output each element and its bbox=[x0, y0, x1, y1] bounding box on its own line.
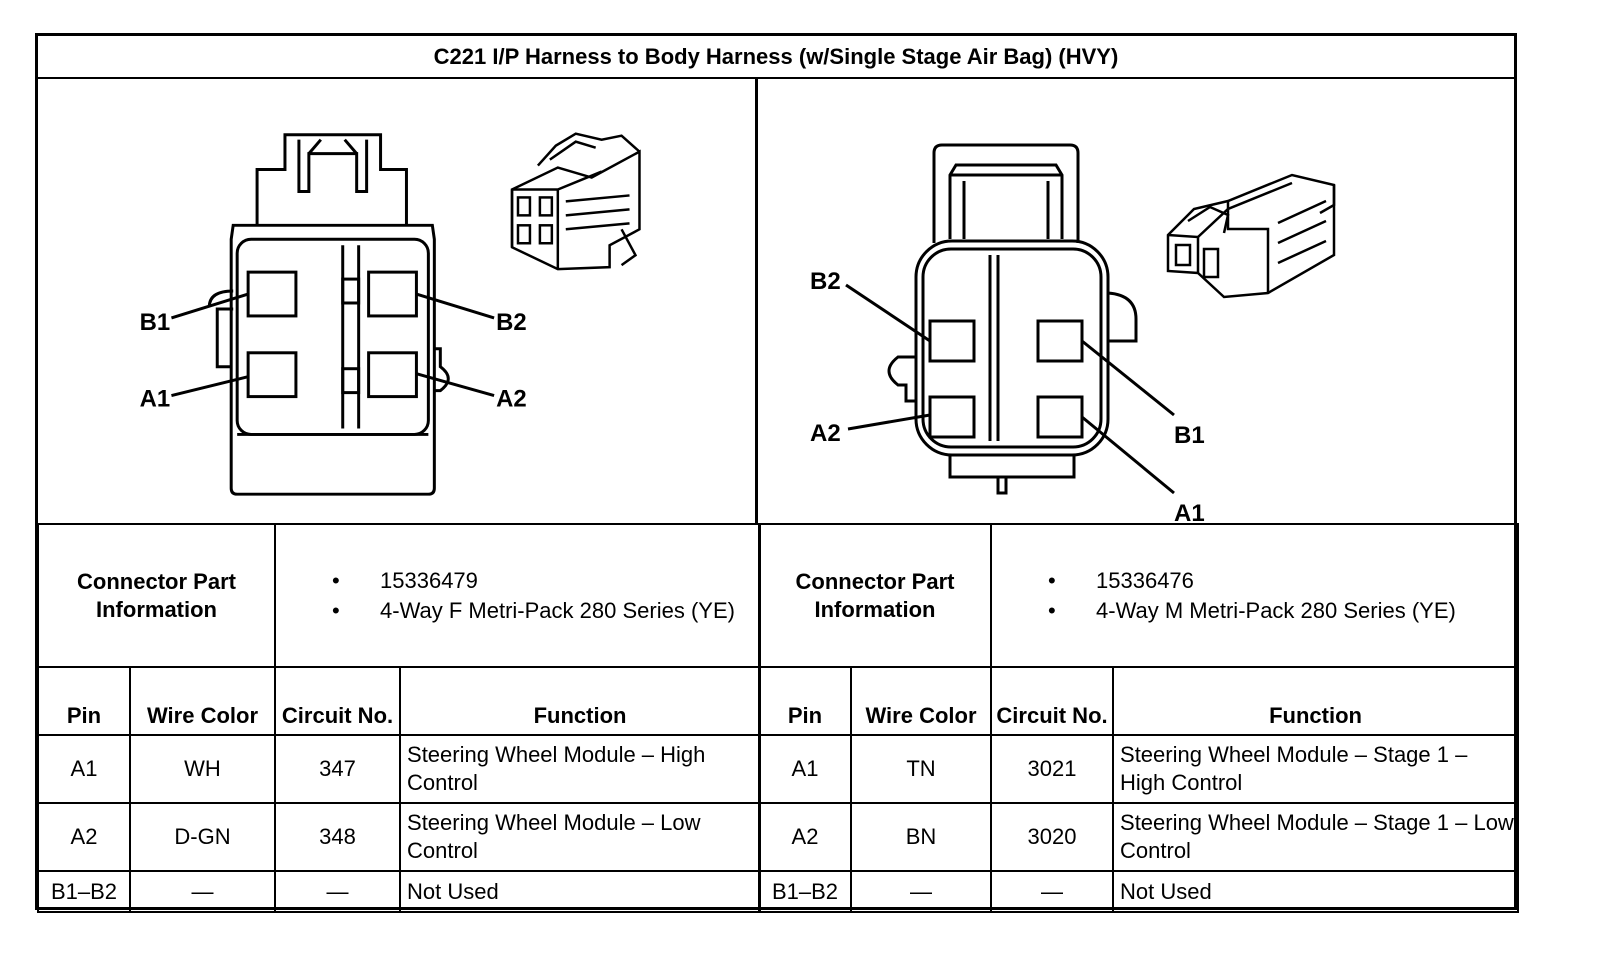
table-row: B1–B2 — — Not Used bbox=[37, 870, 762, 913]
header-circuit-no: Circuit No. bbox=[990, 666, 1115, 736]
connector-part-info-label: Connector Part Information bbox=[757, 523, 993, 668]
male-connector-3d-icon bbox=[1166, 173, 1336, 299]
header-function: Function bbox=[399, 666, 762, 736]
header-wire-color: Wire Color bbox=[849, 666, 993, 736]
pin-label-a1: A1 bbox=[140, 386, 171, 413]
connector-part-info-label: Connector Part Information bbox=[36, 523, 277, 668]
wire-color-cell: BN bbox=[849, 802, 993, 872]
table-row: B1–B2 — — Not Used bbox=[758, 870, 1520, 913]
pin-label-b1: B1 bbox=[1174, 422, 1205, 449]
pin-cell: A1 bbox=[37, 734, 131, 804]
pin-cell: A2 bbox=[758, 802, 852, 872]
function-cell: Steering Wheel Module – High Control bbox=[399, 734, 762, 804]
function-cell: Not Used bbox=[399, 870, 762, 913]
part-number: 15336479 bbox=[276, 566, 759, 596]
pin-label-b1: B1 bbox=[140, 309, 171, 336]
table-row: A2 D-GN 348 Steering Wheel Module – Low … bbox=[37, 802, 762, 872]
page-title: C221 I/P Harness to Body Harness (w/Sing… bbox=[38, 36, 1514, 79]
part-number: 15336476 bbox=[992, 566, 1517, 596]
circuit-cell: 348 bbox=[274, 802, 402, 872]
function-cell: Not Used bbox=[1112, 870, 1520, 913]
pin-cell: B1–B2 bbox=[758, 870, 852, 913]
wire-color-cell: D-GN bbox=[128, 802, 277, 872]
left-connector-table: Connector Part Information 15336479 4-Wa… bbox=[36, 523, 762, 913]
header-circuit-no: Circuit No. bbox=[274, 666, 402, 736]
right-connector-table: Connector Part Information 15336476 4-Wa… bbox=[757, 523, 1520, 913]
wire-color-cell: — bbox=[849, 870, 993, 913]
header-pin: Pin bbox=[37, 666, 131, 736]
part-description: 4-Way F Metri-Pack 280 Series (YE) bbox=[276, 596, 759, 626]
table-row: A2 BN 3020 Steering Wheel Module – Stage… bbox=[758, 802, 1520, 872]
wire-color-cell: TN bbox=[849, 734, 993, 804]
circuit-cell: 3020 bbox=[990, 802, 1115, 872]
part-description: 4-Way M Metri-Pack 280 Series (YE) bbox=[992, 596, 1517, 626]
function-cell: Steering Wheel Module – Stage 1 – High C… bbox=[1112, 734, 1520, 804]
circuit-cell: — bbox=[274, 870, 402, 913]
circuit-cell: — bbox=[990, 870, 1115, 913]
pin-cell: A2 bbox=[37, 802, 131, 872]
header-wire-color: Wire Color bbox=[128, 666, 277, 736]
female-connector-3d-icon bbox=[510, 132, 641, 271]
female-connector-face-icon bbox=[170, 133, 495, 496]
pin-cell: B1–B2 bbox=[37, 870, 131, 913]
connector-part-info: 15336476 4-Way M Metri-Pack 280 Series (… bbox=[990, 523, 1520, 668]
pin-label-a2: A2 bbox=[496, 386, 527, 413]
right-connector-figure: B2 A2 B1 A1 bbox=[758, 79, 1517, 523]
function-cell: Steering Wheel Module – Stage 1 – Low Co… bbox=[1112, 802, 1520, 872]
wire-color-cell: WH bbox=[128, 734, 277, 804]
function-cell: Steering Wheel Module – Low Control bbox=[399, 802, 762, 872]
connector-sheet: C221 I/P Harness to Body Harness (w/Sing… bbox=[35, 33, 1520, 913]
pin-cell: A1 bbox=[758, 734, 852, 804]
table-row: A1 WH 347 Steering Wheel Module – High C… bbox=[37, 734, 762, 804]
wire-color-cell: — bbox=[128, 870, 277, 913]
male-connector-diagram: B2 A2 B1 A1 bbox=[810, 143, 1336, 523]
pin-label-a2: A2 bbox=[810, 420, 841, 447]
left-connector-figure: B1 A1 B2 A2 bbox=[38, 79, 758, 523]
pin-label-b2: B2 bbox=[810, 268, 841, 295]
header-function: Function bbox=[1112, 666, 1520, 736]
circuit-cell: 347 bbox=[274, 734, 402, 804]
pin-label-a1: A1 bbox=[1174, 500, 1205, 523]
header-pin: Pin bbox=[758, 666, 852, 736]
table-row: A1 TN 3021 Steering Wheel Module – Stage… bbox=[758, 734, 1520, 804]
connector-part-info: 15336479 4-Way F Metri-Pack 280 Series (… bbox=[274, 523, 762, 668]
male-connector-face-icon bbox=[845, 143, 1175, 495]
circuit-cell: 3021 bbox=[990, 734, 1115, 804]
female-connector-diagram: B1 A1 B2 A2 bbox=[140, 132, 641, 496]
pin-label-b2: B2 bbox=[496, 309, 527, 336]
